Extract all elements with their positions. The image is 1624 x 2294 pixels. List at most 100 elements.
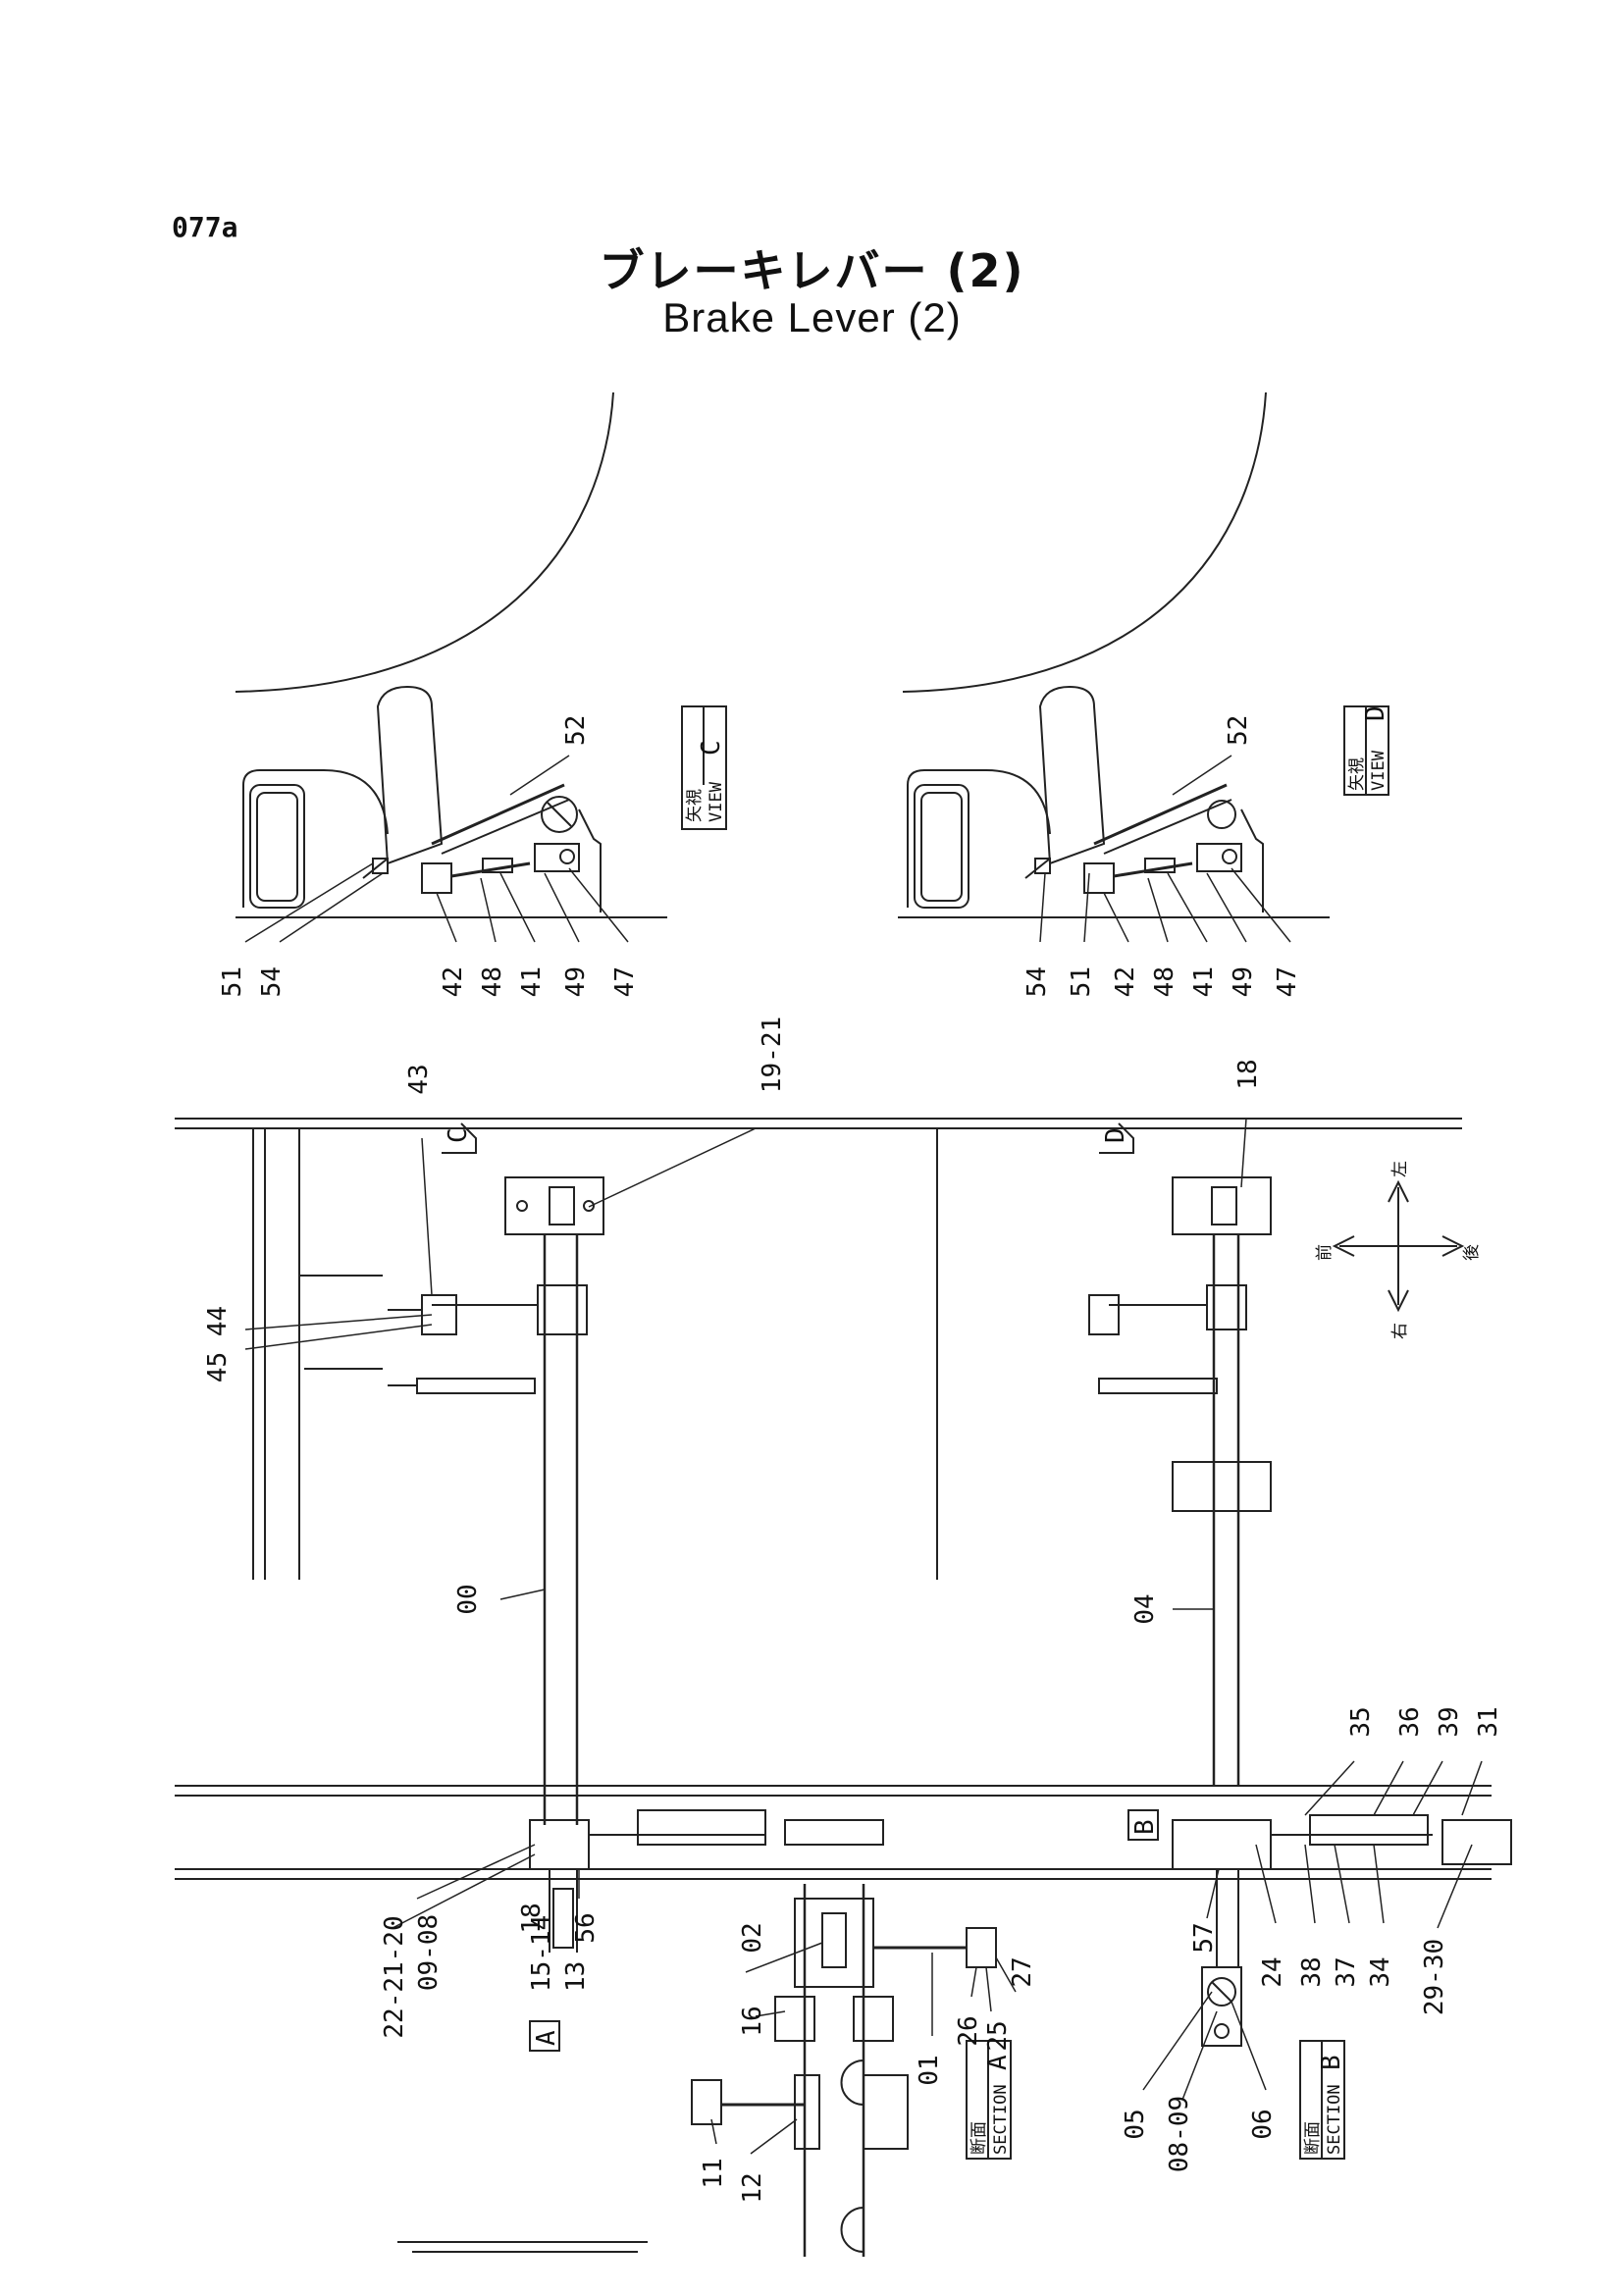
- view-d-label-47: 47: [1273, 966, 1302, 997]
- callout-15-14: 15-14: [527, 1915, 556, 1992]
- view-d-turnbuckle: [1144, 858, 1176, 873]
- view-arrow-b-box: [1127, 1809, 1159, 1841]
- view-d-bracket: [1083, 862, 1115, 894]
- shaft-04-end-bracket: [1172, 1176, 1272, 1235]
- leader-44: [244, 1324, 433, 1350]
- leader-49-c: [544, 872, 580, 943]
- callout-38: 38: [1297, 1956, 1327, 1987]
- callout-13: 13: [561, 1961, 591, 1992]
- shaft-00-arm: [537, 1284, 588, 1335]
- view-d-clevis: [1196, 843, 1242, 872]
- leader-12: [750, 2118, 798, 2155]
- brake-cable-housing: [416, 1378, 536, 1394]
- section-a-en: SECTION: [991, 2084, 1011, 2155]
- section-a-lower-block: [863, 2074, 909, 2150]
- plan-left-diagram: [175, 1118, 1492, 1953]
- view-c-lever-rod-2: [441, 799, 570, 855]
- leader-26: [970, 1966, 977, 1998]
- view-d-cable: [1024, 858, 1051, 879]
- link-clevis-right: [1088, 1294, 1120, 1335]
- callout-12: 12: [738, 2172, 767, 2203]
- arrow-c-letter: C: [444, 1127, 473, 1143]
- callout-45-44: 45 44: [203, 1306, 233, 1382]
- leader-lines: [244, 755, 1483, 2155]
- leader-47-d: [1231, 867, 1291, 943]
- view-d-rod: [1113, 861, 1193, 878]
- callout-37: 37: [1332, 1956, 1361, 1987]
- direction-arrow-up: [1388, 1179, 1409, 1203]
- section-a-arc-2: [840, 2207, 864, 2253]
- leader-24: [1255, 1844, 1277, 1924]
- direction-arrow-down: [1388, 1289, 1409, 1313]
- leader-42-d: [1103, 892, 1129, 943]
- shaft-00-key: [552, 1888, 574, 1949]
- view-c-label-48: 48: [478, 966, 507, 997]
- view-d-pin: [1222, 849, 1237, 864]
- callout-05: 05: [1121, 2109, 1150, 2139]
- view-d-jp: 矢視: [1347, 757, 1367, 791]
- direction-arrow-left: [1332, 1235, 1355, 1257]
- callout-39: 39: [1435, 1706, 1464, 1737]
- leader-35: [1304, 1760, 1355, 1816]
- section-b-letter: B: [1317, 2055, 1346, 2070]
- cylinder-left: [637, 1809, 766, 1846]
- leader-38: [1304, 1844, 1316, 1924]
- view-d-letter: D: [1361, 705, 1390, 721]
- leader-02: [745, 1942, 823, 1973]
- callout-11: 11: [699, 2158, 728, 2188]
- view-c-frame-outer: [249, 784, 305, 909]
- leader-19-21: [588, 1127, 757, 1208]
- leader-45: [244, 1314, 433, 1330]
- leader-54-c: [279, 872, 384, 943]
- view-d-label-41: 41: [1189, 966, 1219, 997]
- view-d-label-54: 54: [1022, 966, 1052, 997]
- view-d-lever-grip: [1038, 685, 1106, 865]
- plan-right-diagram: [883, 1118, 1512, 1967]
- leader-00: [499, 1589, 546, 1600]
- section-b-pin: [1207, 1977, 1236, 2007]
- callout-31: 31: [1474, 1706, 1503, 1737]
- view-d-housing: [1240, 808, 1264, 912]
- direction-front: 前: [1315, 1244, 1335, 1261]
- leader-49-d: [1206, 872, 1247, 943]
- view-d-console: [907, 769, 1051, 908]
- direction-compass: [1332, 1179, 1465, 1313]
- direction-rear: 後: [1462, 1244, 1482, 1261]
- leader-48-c: [480, 877, 497, 943]
- section-a-arc: [840, 2059, 864, 2106]
- cylinder-left-end: [784, 1819, 884, 1846]
- leader-51-c: [244, 862, 374, 943]
- title-japanese: ブレーキレバー (2): [599, 244, 1025, 297]
- section-a-diagram: [691, 1884, 1012, 2257]
- shaft-04-hub: [1172, 1819, 1272, 1870]
- view-c-bracket: [421, 862, 452, 894]
- arrow-a-letter: A: [532, 2030, 561, 2046]
- view-d-lever-rod: [1093, 783, 1228, 846]
- direction-right: 右: [1390, 1323, 1410, 1339]
- leader-31: [1461, 1760, 1483, 1816]
- view-d-pivot: [1207, 800, 1236, 829]
- leader-51-d: [1083, 872, 1090, 943]
- leader-41-c: [499, 872, 536, 943]
- leader-41-d: [1167, 872, 1208, 943]
- section-a-lower-key: [794, 2074, 820, 2150]
- section-b-pin-slot: [1211, 1981, 1232, 2003]
- arrow-d-letter: D: [1101, 1127, 1130, 1143]
- callout-08-09: 08-09: [1165, 2096, 1194, 2172]
- section-a-link-block: [691, 2079, 722, 2125]
- callout-36: 36: [1395, 1706, 1425, 1737]
- view-arrow-a-box: [529, 2020, 560, 2052]
- leader-54-d: [1039, 872, 1046, 943]
- bracket-bolt-1: [516, 1200, 528, 1212]
- leader-18-top: [1240, 1118, 1247, 1188]
- view-c-label-51: 51: [218, 966, 247, 997]
- leader-08-09: [1181, 2010, 1218, 2101]
- callout-26: 26: [954, 2015, 983, 2046]
- section-b-en: SECTION: [1325, 2084, 1344, 2155]
- view-c-label-52: 52: [561, 715, 591, 746]
- view-d-label-52: 52: [1224, 715, 1253, 746]
- view-c-label-49: 49: [561, 966, 591, 997]
- shaft-04-mid-bracket: [1172, 1461, 1272, 1512]
- view-d-label-49: 49: [1229, 966, 1258, 997]
